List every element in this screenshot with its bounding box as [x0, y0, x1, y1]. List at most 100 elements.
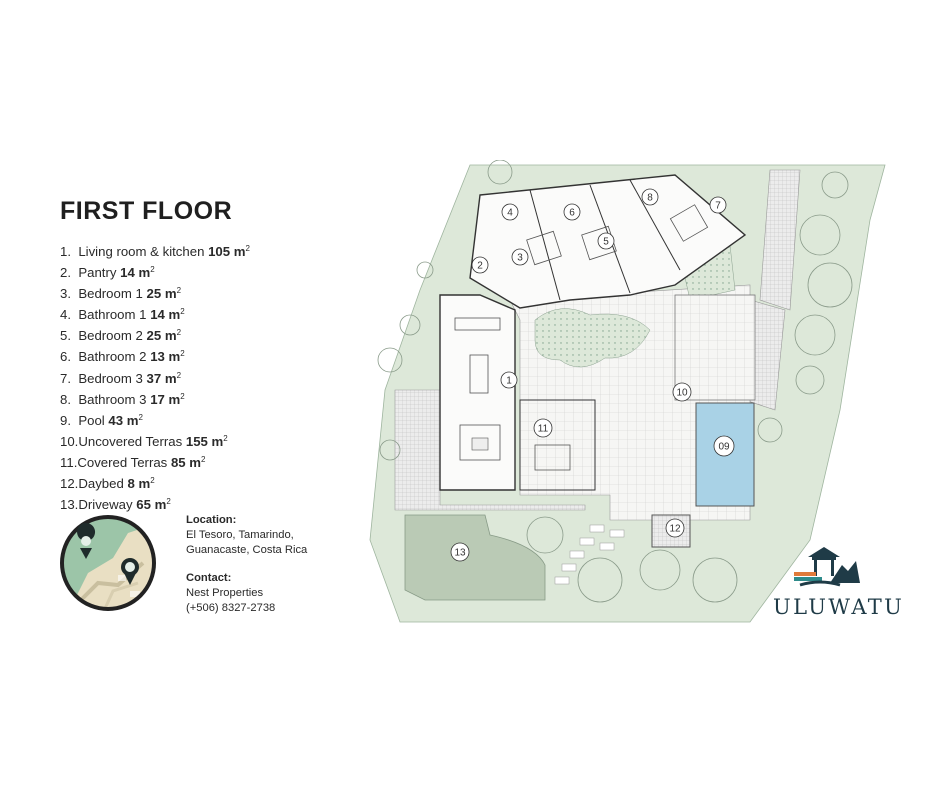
room-item: 6. Bathroom 2 13 m2 [60, 345, 250, 366]
room-number: 3. [60, 286, 71, 302]
room-area: 17 m [150, 391, 181, 407]
room-number: 8. [60, 391, 71, 407]
room-area: 43 m [108, 412, 139, 428]
unit-superscript: 2 [201, 454, 206, 464]
roof-northeast [759, 169, 801, 311]
room-item: 12.Daybed 8 m2 [60, 472, 250, 493]
contact-name: Nest Properties [186, 587, 264, 599]
room-item: 13.Driveway 65 m2 [60, 493, 250, 514]
marker-6: 6 [569, 208, 575, 219]
floor-plan: 4 2 3 6 5 8 7 1 10 11 09 12 13 [369, 160, 886, 623]
bed [669, 204, 709, 242]
unit-superscript: 2 [180, 391, 185, 401]
room-area: 14 m [150, 307, 181, 323]
living-room [439, 294, 516, 491]
pool-deck [674, 294, 756, 401]
unit-superscript: 2 [176, 370, 182, 380]
room-name: Pool [78, 412, 105, 428]
unit-superscript: 2 [245, 244, 250, 253]
unit-superscript: 2 [150, 265, 155, 275]
marker-5: 5 [603, 237, 609, 248]
sofa [459, 424, 501, 461]
room-item: 8. Bathroom 3 17 m2 [60, 388, 250, 409]
unit-superscript: 2 [166, 497, 171, 507]
unit-superscript: 2 [223, 433, 228, 443]
room-area: 14 m [120, 265, 151, 281]
marker-3: 3 [517, 253, 523, 264]
location-line: Guanacaste, Costa Rica [186, 544, 308, 556]
unit-superscript: 2 [138, 412, 143, 422]
room-item: 11.Covered Terras 85 m2 [60, 451, 250, 472]
room-name: Bedroom 2 [78, 328, 143, 344]
uluwatu-logo-icon [794, 547, 860, 587]
unit-superscript: 2 [180, 349, 185, 359]
room-item: 3. Bedroom 1 25 m2 [60, 282, 250, 303]
marker-10: 10 [676, 388, 688, 399]
dining-table [469, 354, 489, 394]
room-number: 12. [60, 476, 79, 492]
room-number: 10. [60, 433, 79, 449]
marker-4: 4 [507, 208, 513, 219]
brand-name: ULUWATU [773, 595, 905, 619]
room-number: 7. [60, 370, 71, 386]
contact-label: Contact: [186, 572, 232, 584]
room-number: 13. [60, 497, 79, 513]
coffee-table [471, 437, 489, 451]
location-block: Location: El Tesoro, Tamarindo, Guanacas… [186, 513, 307, 558]
bed [526, 230, 562, 266]
room-item: 4. Bathroom 1 14 m2 [60, 303, 250, 324]
room-markers: 4 2 3 6 5 8 7 1 10 11 09 12 13 [450, 188, 735, 562]
room-item: 7. Bedroom 3 37 m2 [60, 367, 250, 388]
room-area: 25 m [146, 328, 177, 344]
location-label: Location: [186, 514, 237, 526]
room-item: 2. Pantry 14 m2 [60, 261, 250, 282]
room-number: 9. [60, 412, 71, 428]
room-item: 10.Uncovered Terras 155 m2 [60, 430, 250, 451]
room-name: Bathroom 3 [78, 391, 147, 407]
room-number: 6. [60, 349, 71, 365]
room-area: 155 m [185, 433, 224, 449]
unit-superscript: 2 [176, 286, 182, 296]
room-name: Living room & kitchen [78, 244, 205, 259]
pin-icon [77, 523, 96, 559]
unit-superscript: 2 [150, 476, 155, 486]
room-number: 2. [60, 265, 71, 281]
room-item: 5. Bedroom 2 25 m2 [60, 324, 250, 345]
garden-bed [534, 308, 651, 368]
kitchen-island [454, 317, 501, 331]
marker-1: 1 [506, 376, 512, 387]
room-name: Bathroom 1 [78, 307, 147, 323]
home-pin-icon [121, 558, 139, 585]
room-number: 4. [60, 307, 71, 323]
room-list: 1. Living room & kitchen 105 m2 2. Pantr… [60, 240, 250, 514]
room-name: Driveway [78, 497, 133, 513]
room-name: Uncovered Terras [78, 433, 183, 449]
room-number: 5. [60, 328, 71, 344]
unit-superscript: 2 [180, 307, 185, 317]
marker-13: 13 [454, 548, 466, 559]
lounge-set [534, 444, 571, 471]
tree-icons [377, 160, 853, 603]
marker-11: 11 [538, 424, 549, 435]
room-area: 13 m [150, 349, 181, 365]
room-name: Bedroom 1 [78, 286, 143, 302]
unit-superscript: 2 [176, 328, 182, 338]
room-item: 1. Living room & kitchen 105 m2 [60, 240, 250, 261]
room-area: 8 m [127, 476, 151, 492]
marker-2: 2 [477, 261, 483, 272]
location-line: El Tesoro, Tamarindo, [186, 529, 294, 541]
room-item: 9. Pool 43 m2 [60, 409, 250, 430]
contact-phone: (+506) 8327-2738 [186, 602, 276, 614]
location-map-icon [60, 515, 156, 611]
room-name: Covered Terras [77, 454, 168, 470]
marker-12: 12 [669, 524, 681, 535]
stepping-stones [554, 524, 625, 585]
room-number: 1. [60, 244, 71, 259]
room-name: Pantry [78, 265, 117, 281]
marker-8: 8 [647, 193, 653, 204]
room-area: 105 m [208, 244, 246, 259]
room-area: 65 m [136, 497, 167, 513]
room-area: 37 m [146, 370, 177, 386]
contact-block: Contact: Nest Properties (+506) 8327-273… [186, 571, 275, 616]
room-name: Bedroom 3 [78, 370, 143, 386]
